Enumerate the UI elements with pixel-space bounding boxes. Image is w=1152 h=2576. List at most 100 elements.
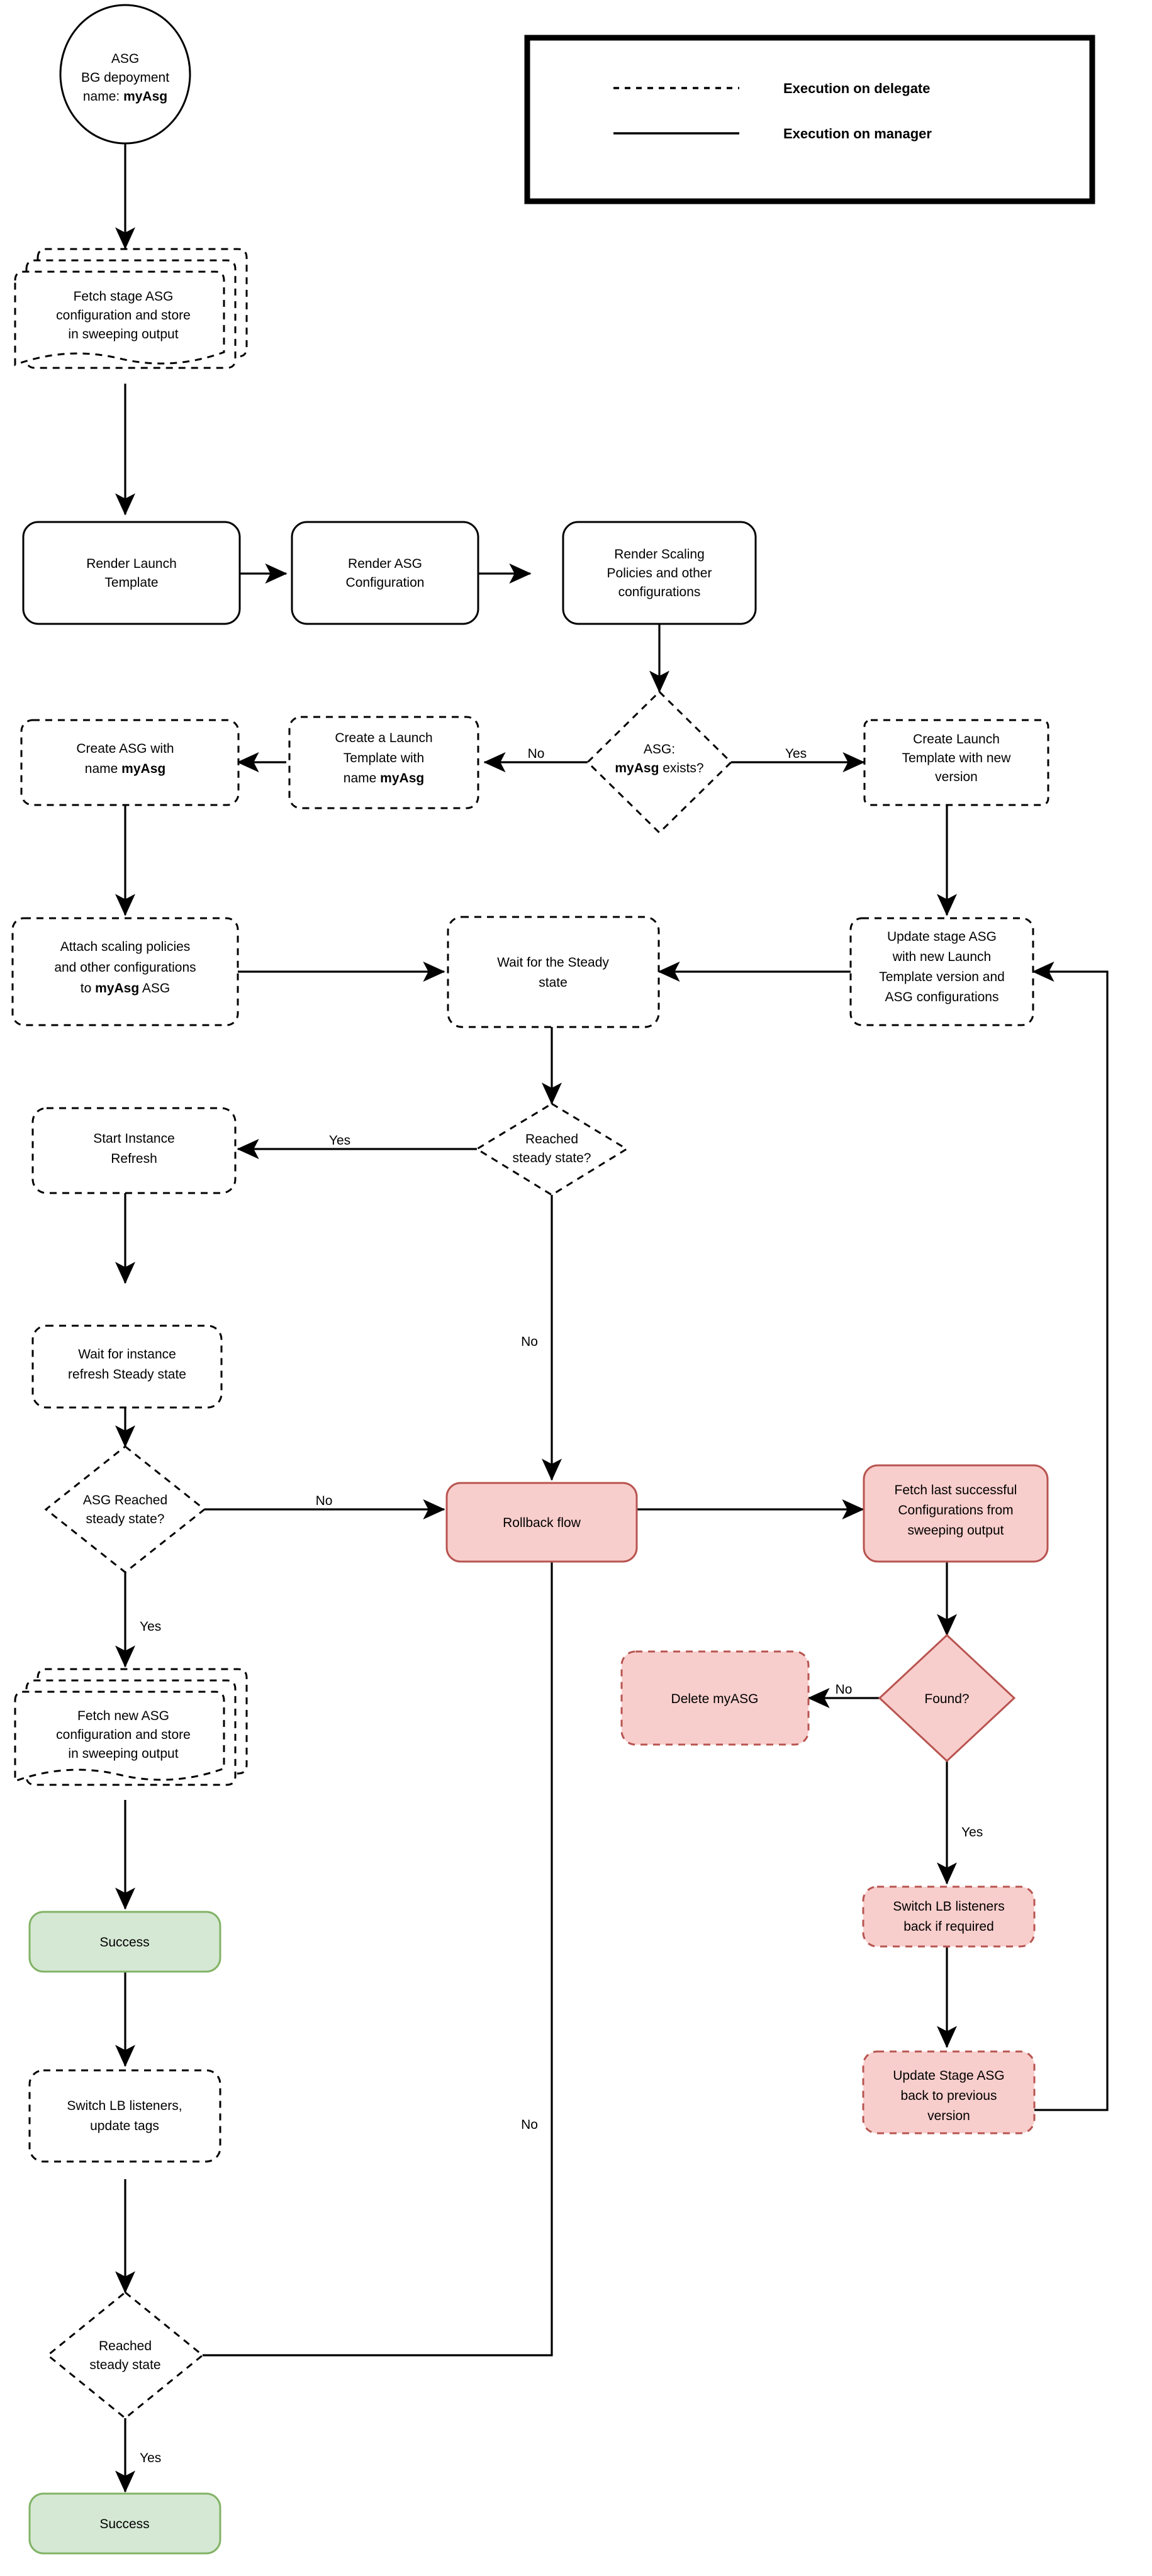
fetch-last-successful-box[interactable] [863,1464,1049,1563]
node-fetch-last-successful[interactable]: Fetch last successful Configurations fro… [863,1464,1049,1563]
update-stage-line-2: with new Launch [892,950,991,964]
create-asg-myasg-bold: myAsg [121,762,165,776]
node-delete-myasg[interactable]: Delete myASG [620,1650,810,1746]
start-line-3: name: myAsg [83,89,167,104]
node-asg-exists-decision[interactable]: ASG: myAsg exists? [586,690,733,835]
node-fetch-stage-asg[interactable]: Fetch stage ASG configuration and store … [14,248,248,369]
fetch-stage-line-1: Fetch stage ASG [74,289,174,304]
render-asg-config-box[interactable] [291,521,479,625]
edge-label-yes-found-switch: Yes [961,1825,983,1840]
edge-label-no-bottom-rollback: No [521,2118,538,2132]
rollback-flow-box[interactable] [445,1482,638,1563]
node-create-launch-template-myasg[interactable]: Create a Launch Template with name myAsg [288,716,479,809]
edge-label-no-steady-rollback: No [521,1335,538,1349]
fetch-new-line-1: Fetch new ASG [77,1709,169,1723]
render-launch-template-box[interactable] [22,521,241,625]
node-start-instance-refresh[interactable]: Start Instance Refresh [31,1107,237,1194]
node-wait-steady-state[interactable]: Wait for the Steady state [447,916,660,1028]
asg-exists-rest: exists? [659,761,703,775]
render-lt-line-2: Template [104,575,158,590]
node-asg-reached-steady-state-decision[interactable]: ASG Reached steady state? [44,1445,206,1574]
node-render-scaling-policies[interactable]: Render Scaling Policies and other config… [562,521,757,625]
node-wait-instance-refresh[interactable]: Wait for instance refresh Steady state [31,1324,223,1409]
reached-steady-bottom-diamond[interactable] [46,2291,204,2419]
node-found-decision[interactable]: Found? [878,1633,1016,1763]
update-stage-asg-back-box[interactable] [862,2050,1036,2135]
reached-steady-line-1: Reached [525,1132,578,1146]
node-switch-lb-back[interactable]: Switch LB listeners back if required [862,1885,1036,1948]
success-top-label: Success [99,1935,149,1950]
attach-line-2: and other configurations [54,960,196,975]
fetch-stage-doc-front[interactable] [14,270,225,367]
edge-label-yes-instance-refresh: Yes [329,1133,350,1148]
node-create-asg-myasg[interactable]: Create ASG with name myAsg [20,719,240,806]
start-line-2: BG depoyment [81,70,169,85]
reached-steady-diamond[interactable] [475,1102,629,1196]
node-render-launch-template[interactable]: Render Launch Template [22,521,241,625]
fetch-last-line-3: sweeping output [908,1523,1004,1538]
fetch-new-doc-front[interactable] [14,1690,225,1783]
start-instance-refresh-line-2: Refresh [111,1152,157,1166]
node-start[interactable]: ASG BG depoyment name: myAsg [59,4,191,145]
create-lt-new-line-2: Template with new [902,751,1012,765]
asg-reached-line-2: steady state? [86,1512,165,1526]
fetch-last-line-2: Configurations from [898,1503,1013,1518]
create-lt-myasg-line-3-bold: myAsg [380,771,424,786]
asg-exists-diamond[interactable] [586,690,733,835]
create-lt-new-line-1: Create Launch [913,732,1000,747]
node-update-stage-asg[interactable]: Update stage ASG with new Launch Templat… [849,917,1034,1026]
node-update-stage-asg-back[interactable]: Update Stage ASG back to previous versio… [862,2050,1036,2135]
rollback-flow-label: Rollback flow [503,1516,581,1530]
update-back-line-3: version [927,2109,970,2123]
node-success-bottom[interactable]: Success [28,2492,221,2555]
node-reached-steady-state-decision[interactable]: Reached steady state? [475,1102,629,1196]
node-attach-scaling-policies[interactable]: Attach scaling policies and other config… [11,917,239,1026]
success-bottom-box[interactable] [28,2492,221,2555]
render-asg-line-1: Render ASG [348,557,422,571]
switch-lb-back-box[interactable] [862,1885,1036,1948]
create-lt-myasg-box[interactable] [288,716,479,809]
asg-exists-line-2: myAsg exists? [615,761,703,775]
legend: Execution on delegate Execution on manag… [524,35,1095,204]
node-create-launch-template-new-version[interactable]: Create Launch Template with new version [863,719,1049,806]
delete-myasg-box[interactable] [620,1650,810,1746]
start-instance-refresh-box[interactable] [31,1107,237,1194]
success-top-box[interactable] [28,1911,221,1973]
render-scaling-line-3: configurations [618,585,701,599]
asg-exists-bold: myAsg [615,761,659,775]
node-switch-lb-update-tags[interactable]: Switch LB listeners, update tags [28,2069,221,2163]
node-fetch-new-asg[interactable]: Fetch new ASG configuration and store in… [14,1668,248,1786]
create-lt-new-line-3: version [935,770,978,784]
fetch-stage-line-3: in sweeping output [68,327,178,341]
render-scaling-box[interactable] [562,521,757,625]
asg-reached-steady-diamond[interactable] [44,1445,206,1574]
update-stage-asg-box[interactable] [849,917,1034,1026]
edge-label-no-create-lt: No [528,747,545,761]
attach-scaling-box[interactable] [11,917,239,1026]
asg-exists-line-1: ASG: [644,742,675,757]
create-asg-myasg-prefix: name [85,762,121,776]
start-ellipse[interactable] [59,4,191,145]
render-scaling-line-1: Render Scaling [614,547,705,562]
node-rollback-flow[interactable]: Rollback flow [445,1482,638,1563]
found-diamond[interactable] [878,1633,1016,1763]
node-render-asg-configuration[interactable]: Render ASG Configuration [291,521,479,625]
found-label: Found? [924,1692,969,1706]
create-asg-myasg-box[interactable] [20,719,240,806]
start-instance-refresh-line-1: Start Instance [93,1131,175,1146]
reached-bottom-line-2: steady state [89,2358,160,2372]
switch-lb-update-tags-box[interactable] [28,2069,221,2163]
reached-steady-line-2: steady state? [513,1151,591,1165]
wait-instance-refresh-box[interactable] [31,1324,223,1409]
wait-steady-box[interactable] [447,916,660,1028]
delete-myasg-label: Delete myASG [671,1692,759,1706]
render-lt-line-1: Render Launch [86,557,177,571]
create-lt-new-box[interactable] [863,719,1049,806]
wait-instance-line-1: Wait for instance [78,1347,176,1362]
node-reached-steady-state-bottom[interactable]: Reached steady state [46,2291,204,2419]
node-success-top[interactable]: Success [28,1911,221,1973]
switch-lb-back-line-1: Switch LB listeners [893,1899,1004,1914]
reached-bottom-line-1: Reached [99,2339,152,2353]
